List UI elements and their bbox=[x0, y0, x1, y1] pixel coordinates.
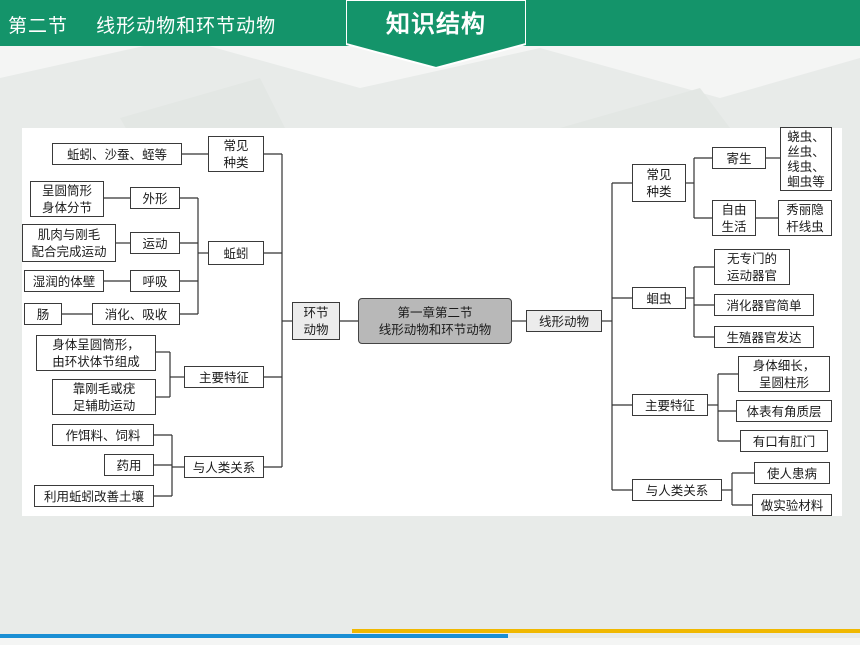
bottom-blue-bar bbox=[0, 634, 508, 638]
left-human-relation-1: 作饵料、饲料 bbox=[52, 424, 154, 446]
roundworm-feature-3: 生殖器官发达 bbox=[714, 326, 814, 348]
right-main-features-node: 主要特征 bbox=[632, 394, 708, 416]
earthworm-digestion-detail: 肠 bbox=[24, 303, 62, 325]
center-topic-box: 第一章第二节 线形动物和环节动物 bbox=[358, 298, 512, 344]
roundworm-feature-1: 无专门的 运动器官 bbox=[714, 249, 790, 285]
earthworm-node: 蚯蚓 bbox=[208, 241, 264, 265]
annelids-node: 环节 动物 bbox=[292, 302, 340, 340]
knowledge-structure-badge: 知识结构 bbox=[386, 10, 486, 38]
earthworm-shape-detail: 呈圆筒形 身体分节 bbox=[30, 181, 104, 217]
bottom-gold-bar bbox=[352, 629, 860, 633]
left-common-species-detail: 蚯蚓、沙蚕、蛭等 bbox=[52, 143, 182, 165]
left-main-feature-1: 身体呈圆筒形， 由环状体节组成 bbox=[36, 335, 156, 371]
parasitic-node: 寄生 bbox=[712, 147, 766, 169]
left-common-species-node: 常见 种类 bbox=[208, 136, 264, 172]
right-human-relation-2: 做实验材料 bbox=[752, 494, 832, 516]
right-main-feature-3: 有口有肛门 bbox=[740, 430, 828, 452]
left-main-feature-2: 靠刚毛或疣 足辅助运动 bbox=[52, 379, 156, 415]
left-main-features-node: 主要特征 bbox=[184, 366, 264, 388]
roundworm-node: 蛔虫 bbox=[632, 287, 686, 309]
earthworm-movement-detail: 肌肉与刚毛 配合完成运动 bbox=[22, 224, 116, 262]
left-human-relation-2: 药用 bbox=[104, 454, 154, 476]
earthworm-shape-node: 外形 bbox=[130, 187, 180, 209]
section-title: 第二节 线形动物和环节动物 bbox=[8, 15, 277, 37]
left-human-relation-3: 利用蚯蚓改善土壤 bbox=[34, 485, 154, 507]
right-human-relation-node: 与人类关系 bbox=[632, 479, 722, 501]
right-main-feature-1: 身体细长， 呈圆柱形 bbox=[738, 356, 830, 392]
roundworm-feature-2: 消化器官简单 bbox=[714, 294, 814, 316]
left-human-relation-node: 与人类关系 bbox=[184, 456, 264, 478]
earthworm-movement-node: 运动 bbox=[130, 232, 180, 254]
free-living-detail: 秀丽隐 杆线虫 bbox=[778, 200, 832, 236]
parasitic-detail: 蛲虫、 丝虫、 线虫、 蛔虫等 bbox=[780, 127, 832, 191]
right-common-species-node: 常见 种类 bbox=[632, 164, 686, 202]
earthworm-breathing-node: 呼吸 bbox=[130, 270, 180, 292]
right-main-feature-2: 体表有角质层 bbox=[736, 400, 832, 422]
earthworm-breathing-detail: 湿润的体壁 bbox=[24, 270, 104, 292]
free-living-node: 自由 生活 bbox=[712, 200, 756, 236]
earthworm-digestion-node: 消化、吸收 bbox=[92, 303, 180, 325]
nematodes-node: 线形动物 bbox=[526, 310, 602, 332]
right-human-relation-1: 使人患病 bbox=[754, 462, 830, 484]
badge-shape bbox=[346, 0, 526, 68]
